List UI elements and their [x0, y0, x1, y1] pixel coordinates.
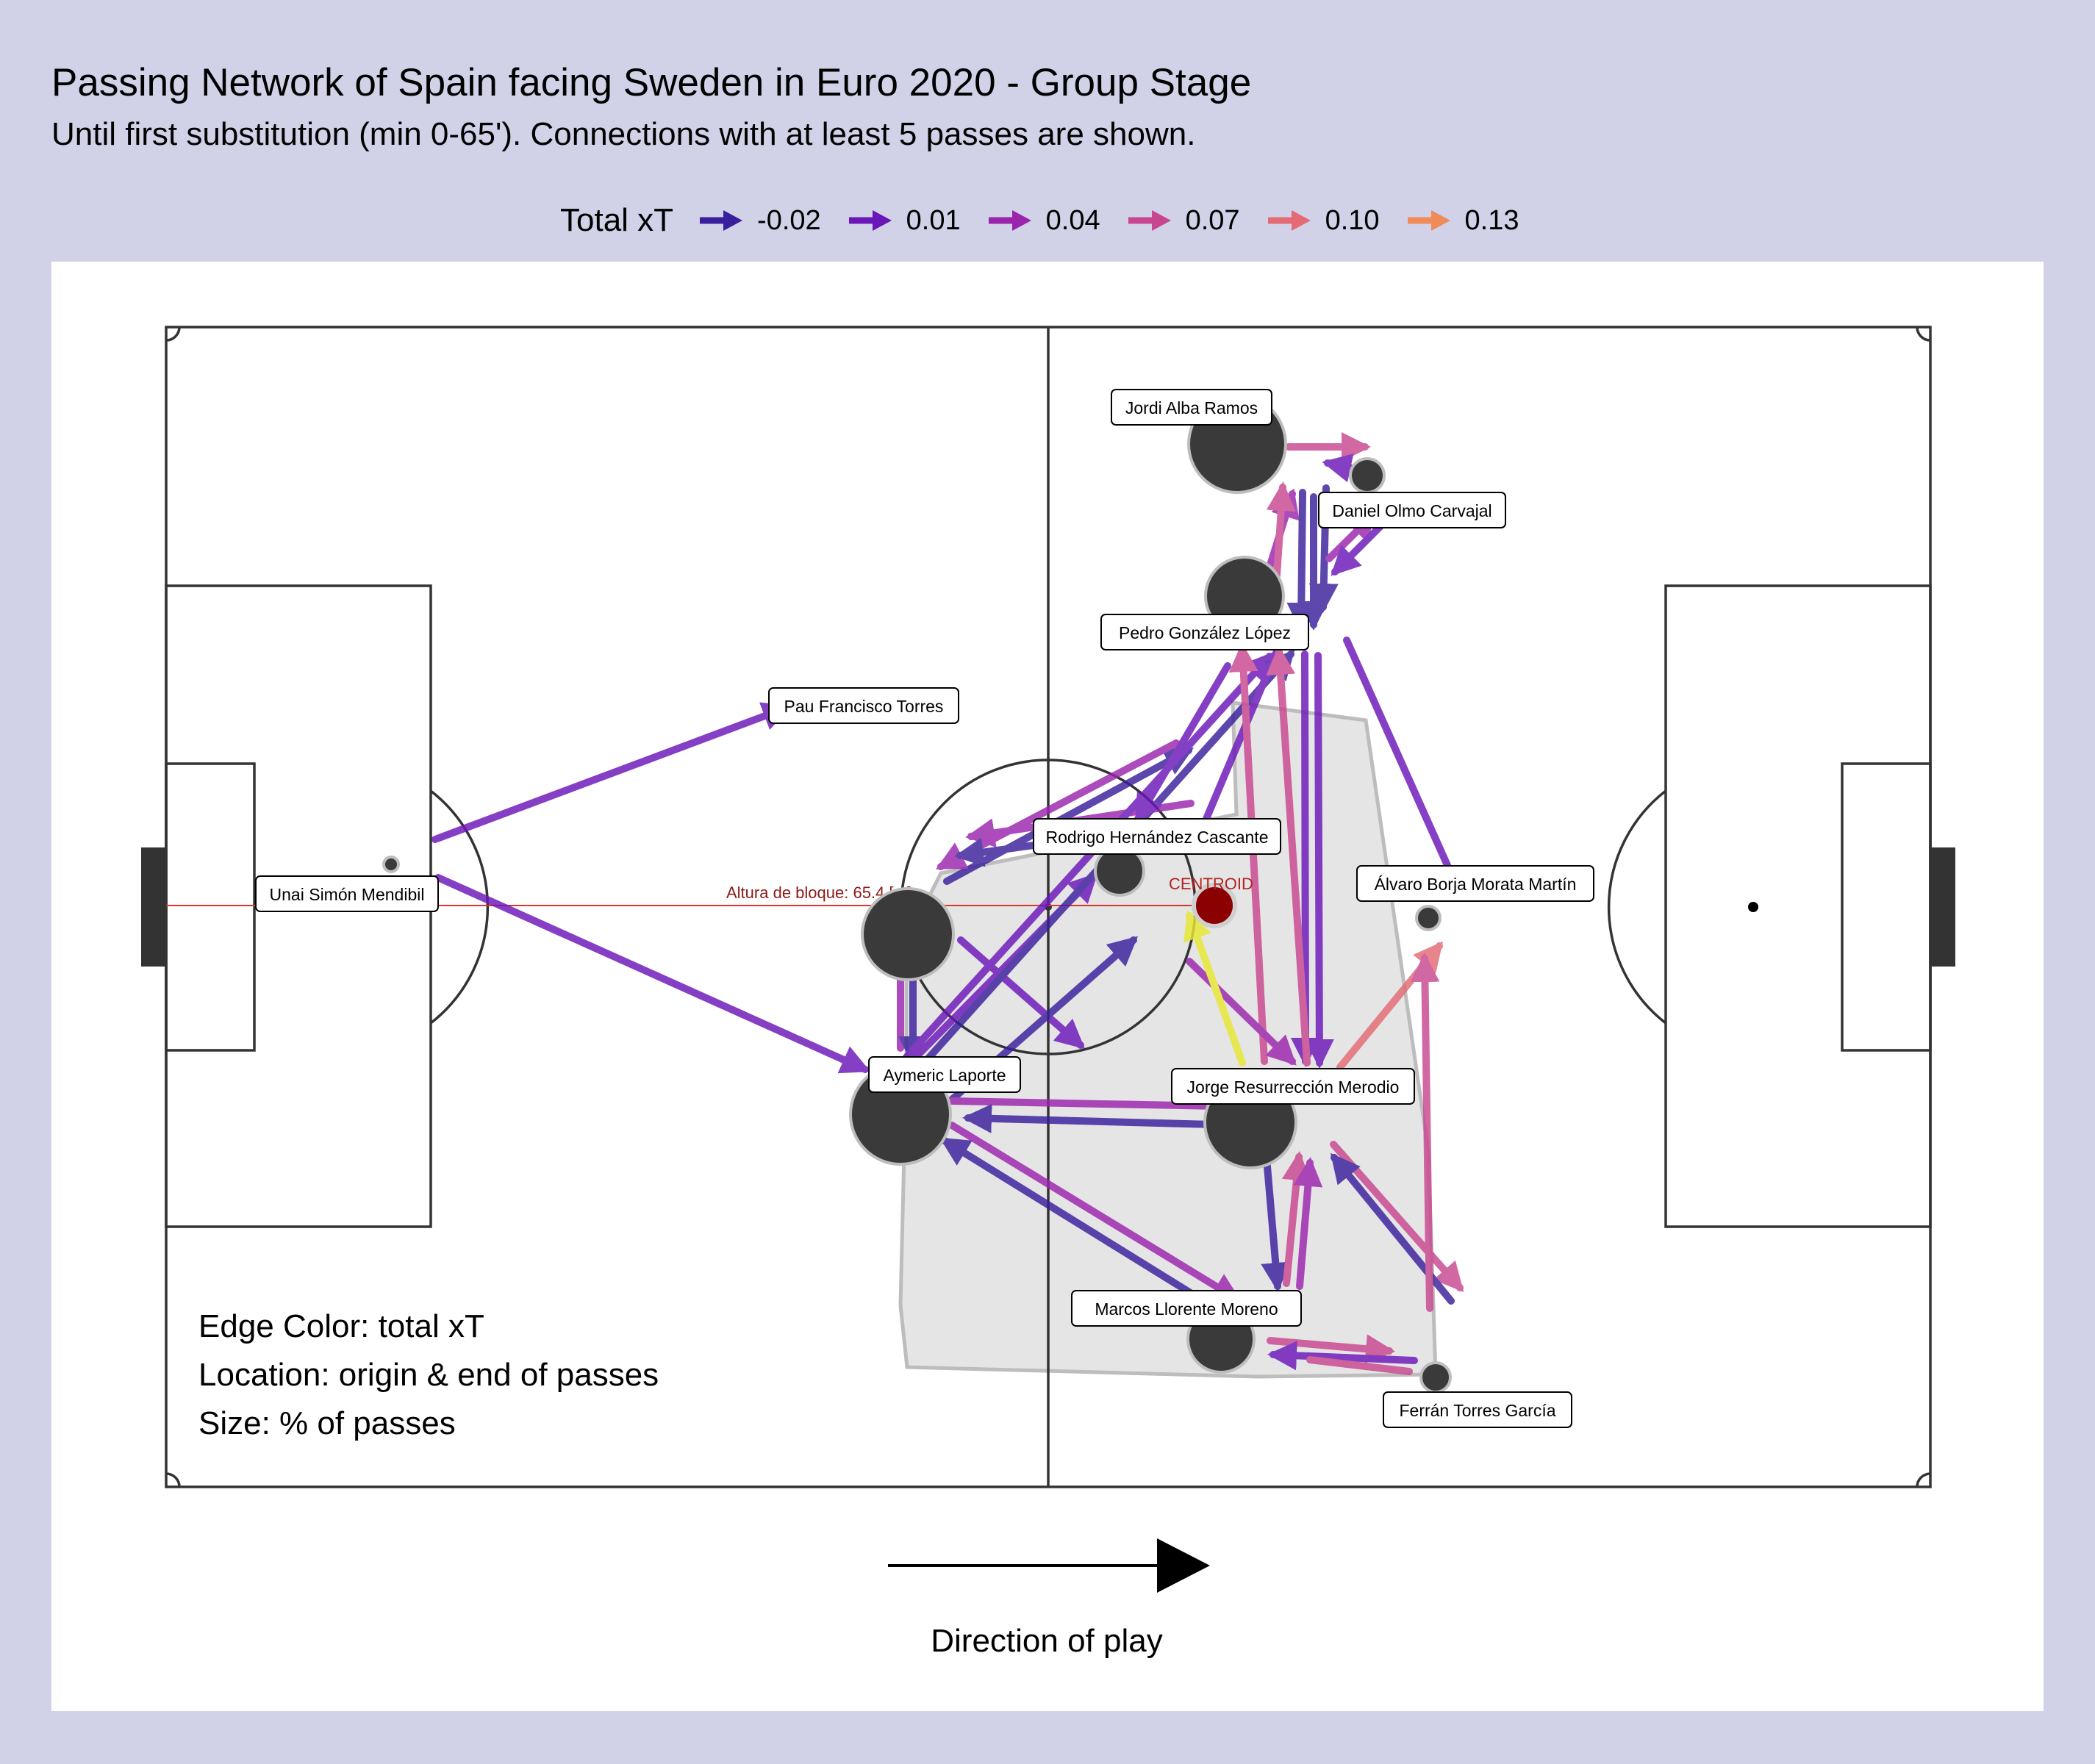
pass-edge [1266, 645, 1311, 1066]
legend-label: 0.13 [1464, 204, 1519, 236]
player-node [861, 887, 955, 981]
pass-edge [948, 1122, 1242, 1302]
player-label: Álvaro Borja Morata Martín [1375, 875, 1577, 894]
caption-edge-color: Edge Color: total xT [198, 1308, 484, 1344]
direction-label: Direction of play [931, 1623, 1163, 1659]
legend-label: 0.01 [906, 204, 961, 236]
player-label: Ferrán Torres García [1399, 1401, 1555, 1420]
pass-edge [1293, 1157, 1323, 1290]
legend-item: 0.01 [846, 205, 961, 237]
pass-edge [943, 747, 1195, 885]
player-labels: Unai Simón Mendibil Pau Francisco Torres… [255, 389, 1594, 1428]
legend-item: 0.10 [1265, 205, 1380, 237]
player-label: Pau Francisco Torres [784, 697, 944, 716]
player-label: Jorge Resurrección Merodio [1187, 1078, 1400, 1097]
pass-edge [1304, 652, 1334, 1069]
legend-label: 0.10 [1325, 204, 1380, 236]
pass-edge [434, 874, 871, 1074]
player-node [382, 856, 400, 873]
xt-legend: Total xT -0.02 0.01 0.04 0.07 0.10 0.13 [560, 195, 1544, 246]
legend-item: 0.04 [986, 205, 1100, 237]
pass-edge [939, 1137, 1230, 1319]
pass-edge [431, 702, 792, 843]
legend-item: 0.13 [1405, 205, 1519, 237]
player-label: Daniel Olmo Carvajal [1332, 501, 1491, 520]
chart-subtitle: Until first substitution (min 0-65'). Co… [51, 116, 1196, 152]
legend-item: 0.07 [1125, 205, 1240, 237]
chart-title: Passing Network of Spain facing Sweden i… [51, 61, 1252, 104]
pass-edge [1306, 1356, 1413, 1375]
penalty-spot-right [1748, 902, 1758, 912]
pass-edge [1183, 910, 1246, 1066]
player-node [1419, 1361, 1452, 1394]
player-label: Pedro González López [1119, 623, 1291, 642]
pass-edge [1410, 953, 1440, 1312]
caption-size: Size: % of passes [198, 1405, 456, 1441]
pass-edge [1261, 1146, 1291, 1292]
player-label: Jordi Alba Ramos [1125, 398, 1258, 417]
direction-arrow [888, 1538, 1210, 1593]
caption-location: Location: origin & end of passes [198, 1357, 659, 1393]
legend-label: 0.07 [1185, 204, 1240, 236]
legend-label: 0.04 [1045, 204, 1100, 236]
goal-right [1930, 847, 1955, 967]
pitch-diagram: Altura de bloque: 65.4 [m] [141, 326, 1955, 1593]
pitch-panel: Altura de bloque: 65.4 [m] [51, 262, 2044, 1711]
legend-title: Total xT [560, 202, 674, 238]
pass-edge [1186, 958, 1297, 1066]
player-label: Marcos Llorente Moreno [1095, 1299, 1278, 1319]
pass-edge [1331, 523, 1384, 576]
pass-edge [1197, 648, 1281, 836]
player-node [1349, 457, 1386, 494]
centroid-label: CENTROID [1169, 875, 1253, 893]
pass-edge [948, 1091, 1262, 1122]
legend-item: -0.02 [697, 205, 821, 237]
centroid-marker [1192, 883, 1237, 928]
player-label: Unai Simón Mendibil [270, 885, 425, 904]
pass-edge [1286, 489, 1317, 632]
pass-edge [899, 652, 1274, 1065]
pass-edge [957, 936, 1086, 1050]
player-label: Aymeric Laporte [883, 1066, 1006, 1085]
pass-edge [1343, 637, 1453, 874]
player-label: Rodrigo Hernández Cascante [1045, 828, 1268, 847]
legend-label: -0.02 [757, 204, 821, 236]
pass-edge [1134, 662, 1231, 824]
pass-edge [1267, 1341, 1418, 1371]
player-node [1415, 905, 1442, 931]
goal-left [141, 847, 166, 967]
